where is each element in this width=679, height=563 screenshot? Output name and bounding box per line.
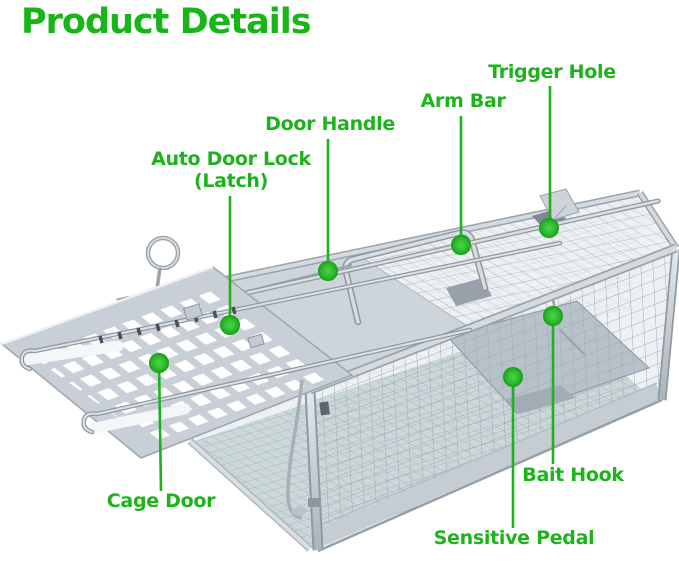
label-auto-door-lock-line2: (Latch) [193,170,269,192]
cage-front-face [304,248,679,553]
callout-dot-door-handle [318,261,338,281]
label-arm-bar: Arm Bar [420,90,506,112]
label-auto-door-lock: Auto Door Lock (Latch) [151,148,311,192]
door-lift-wire [286,379,330,520]
label-sensitive-pedal: Sensitive Pedal [433,527,595,549]
label-trigger-hole: Trigger Hole [488,61,616,83]
callout-dot-arm-bar [451,235,471,255]
callout-dot-bait-hook [543,306,563,326]
label-bait-hook: Bait Hook [522,464,624,486]
callouts [157,86,555,528]
label-auto-door-lock-line1: Auto Door Lock [151,148,311,170]
page-title: Product Details [21,2,312,42]
label-cage-door: Cage Door [106,490,216,512]
latch-clip [247,333,265,349]
callout-dot-trigger-hole [539,218,559,238]
callout-dot-sensitive-pedal [503,367,523,387]
callout-dot-auto-door-lock [220,315,240,335]
lock-rod-lower [81,327,473,435]
callout-dots [149,218,563,387]
door-handle-wire [342,229,489,326]
callout-line-cage-door [157,362,163,492]
label-door-handle: Door Handle [265,113,395,135]
callout-dot-cage-door [149,353,169,373]
cage-door-panel [0,240,563,459]
latch-clip [182,303,204,321]
